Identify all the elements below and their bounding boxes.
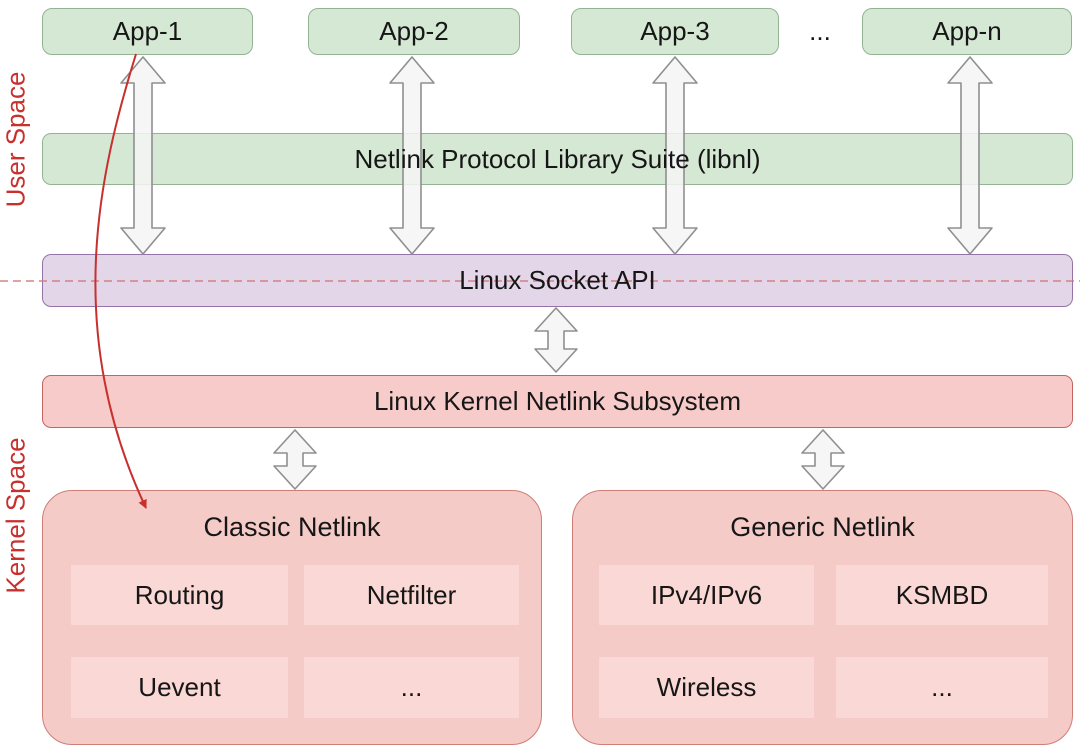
generic-item-wireless: Wireless — [599, 657, 814, 718]
user-space-label: User Space — [0, 71, 31, 208]
classic-item-routing-label: Routing — [134, 579, 225, 610]
classic-item-netfilter-label: Netfilter — [366, 579, 457, 610]
classic-item-ellipsis-label: ... — [400, 672, 423, 702]
classic-item-uevent: Uevent — [71, 657, 288, 718]
app-n-box: App-n — [862, 8, 1072, 55]
libnl-bar: Netlink Protocol Library Suite (libnl) — [42, 133, 1073, 185]
app-1-label: App-1 — [112, 16, 183, 46]
generic-item-ipv4-ipv6-label: IPv4/IPv6 — [650, 579, 763, 610]
socket-api-bar: Linux Socket API — [42, 254, 1073, 307]
generic-item-wireless-label: Wireless — [656, 672, 757, 702]
socket-api-label: Linux Socket API — [459, 265, 656, 295]
classic-netlink-title: Classic Netlink — [203, 512, 381, 542]
app-1-box: App-1 — [42, 8, 253, 55]
generic-item-ellipsis-label: ... — [931, 672, 953, 702]
generic-netlink-box: Generic Netlink IPv4/IPv6 KSMBD Wireless… — [572, 490, 1073, 745]
kernel-subsystem-bar: Linux Kernel Netlink Subsystem — [42, 375, 1073, 428]
app-2-label: App-2 — [379, 16, 449, 46]
classic-item-uevent-label: Uevent — [138, 672, 221, 702]
classic-item-ellipsis: ... — [304, 657, 519, 718]
double-arrow-classic-icon — [273, 429, 317, 490]
classic-item-netfilter: Netfilter — [304, 565, 519, 625]
app-3-box: App-3 — [571, 8, 779, 55]
app-3-label: App-3 — [640, 16, 710, 46]
app-2-box: App-2 — [308, 8, 520, 55]
double-arrow-generic-icon — [801, 429, 845, 490]
generic-item-ksmbd-label: KSMBD — [895, 579, 989, 610]
generic-netlink-title: Generic Netlink — [730, 512, 915, 542]
app-n-label: App-n — [932, 16, 1002, 46]
generic-item-ksmbd: KSMBD — [836, 565, 1048, 625]
classic-netlink-box: Classic Netlink Routing Netfilter Uevent… — [42, 490, 542, 745]
libnl-label: Netlink Protocol Library Suite (libnl) — [354, 143, 761, 174]
kernel-space-label: Kernel Space — [0, 437, 31, 594]
generic-item-ipv4-ipv6: IPv4/IPv6 — [599, 565, 814, 625]
generic-item-ellipsis: ... — [836, 657, 1048, 718]
apps-ellipsis: ... — [809, 16, 831, 46]
classic-item-routing: Routing — [71, 565, 288, 625]
kernel-subsystem-label: Linux Kernel Netlink Subsystem — [373, 386, 742, 416]
double-arrow-socket-kernel-icon — [534, 307, 578, 373]
